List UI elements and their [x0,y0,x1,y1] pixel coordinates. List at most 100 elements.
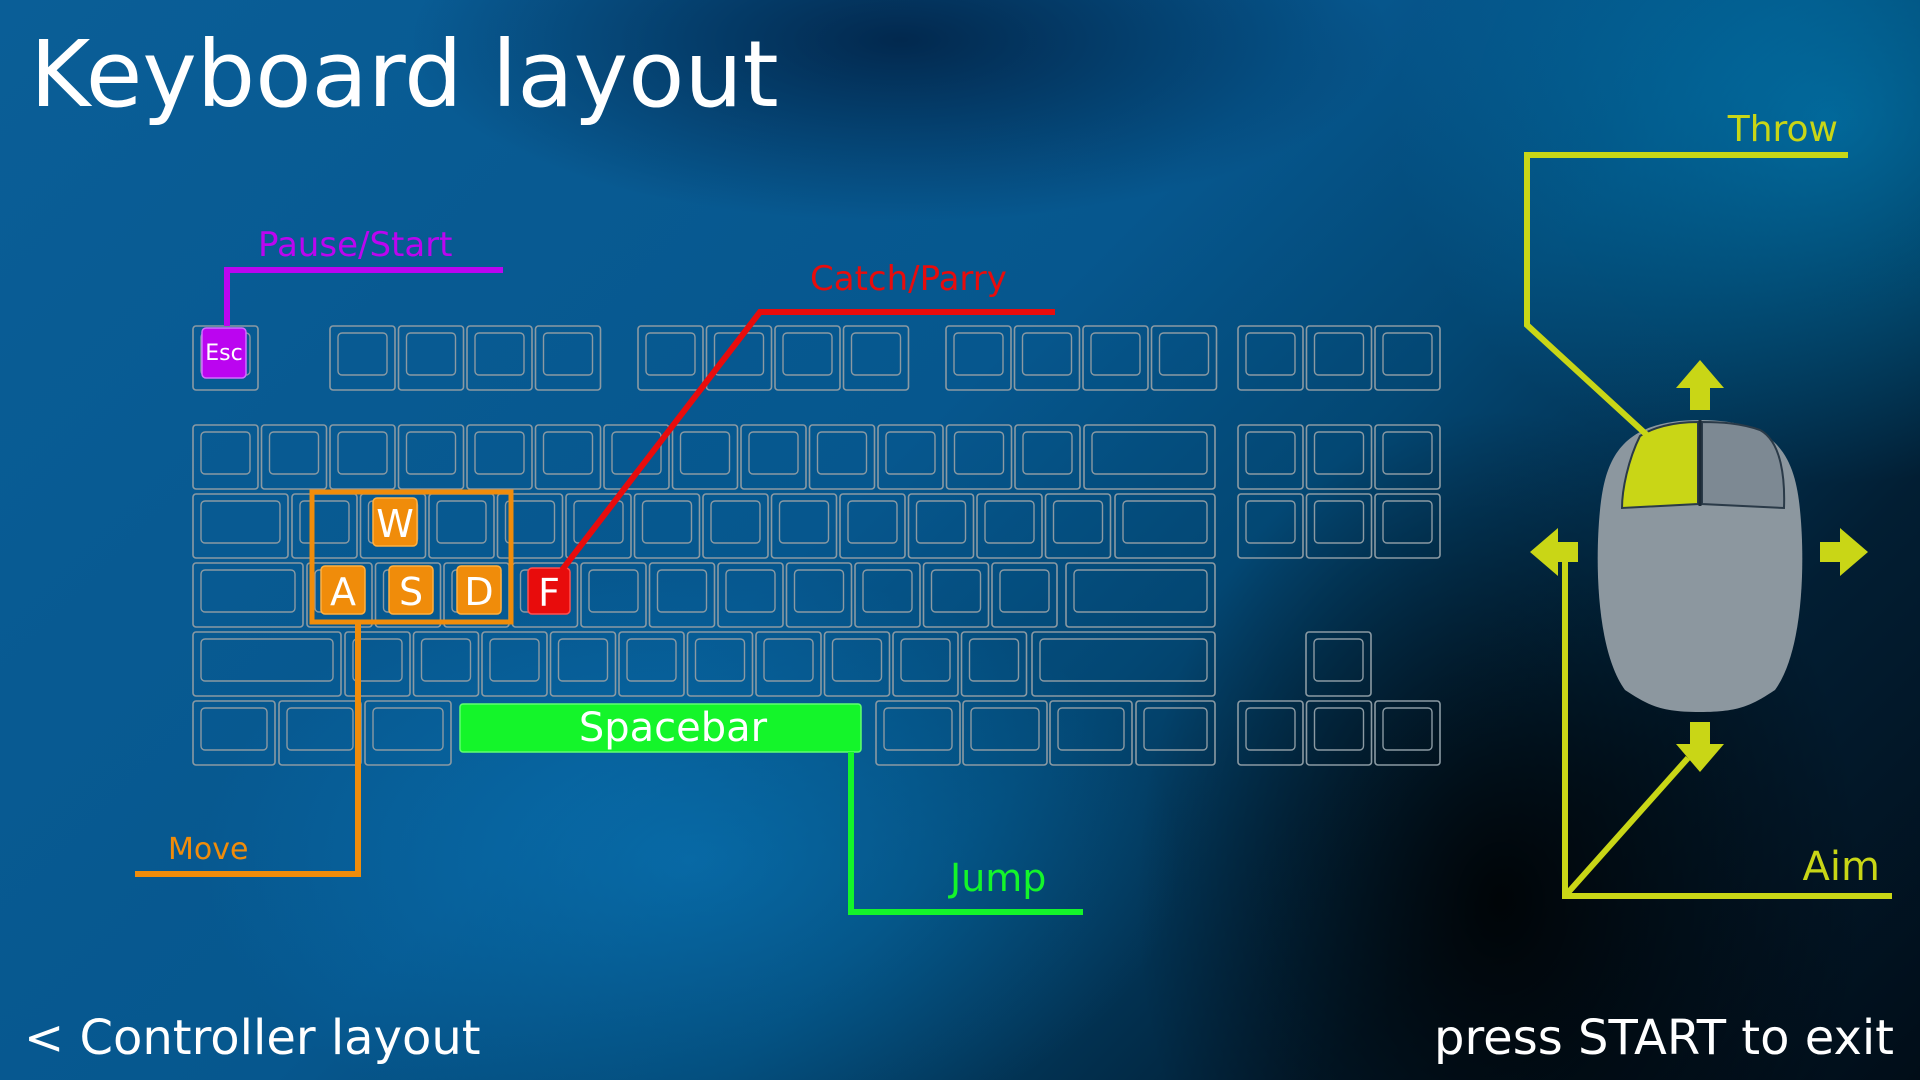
keyboard-key [976,493,1043,559]
d-key-label: D [464,570,493,614]
keyboard-key [808,424,876,490]
f-key-label: F [538,571,560,615]
keyboard-key [192,631,342,697]
keyboard-key [1305,493,1373,559]
keyboard-key [740,424,807,490]
mouse-icon [1597,420,1803,712]
arrow-up-icon [1676,360,1724,410]
keyboard-key [1150,325,1218,391]
keyboard-key [260,424,328,490]
catch-callout-label: Catch/Parry [810,259,1007,299]
keyboard-key [1374,493,1441,559]
arrow-right-icon [1820,528,1868,576]
esc-key-label: Esc [205,341,242,366]
keyboard-key [1013,325,1081,391]
spacebar-key: Spacebar [459,703,862,753]
a-key: A [320,565,366,615]
keyboard-key [907,493,975,559]
keyboard-key [648,562,716,628]
page-title: Keyboard layout [30,21,779,128]
catch-callout-line [559,309,1055,572]
keyboard-key [549,631,617,697]
keyboard-key [192,424,259,490]
keyboard-key [991,562,1058,628]
keyboard-key [412,631,480,697]
keyboard-key [344,631,411,697]
left-mouse-button [1620,420,1699,510]
keyboard-outline [192,325,1441,766]
keyboard-key [428,493,495,559]
s-key-label: S [399,570,423,614]
keyboard-key [877,424,944,490]
keyboard-key [397,424,465,490]
keyboard-key [945,424,1013,490]
keyboard-key [702,493,769,559]
a-key-label: A [330,570,356,614]
keyboard-key [278,700,362,766]
keyboard-key [962,700,1048,766]
keyboard-key [1083,424,1216,490]
f-key: F [527,567,571,615]
s-key: S [388,565,434,615]
keyboard-key [755,631,822,697]
keyboard-key [1135,700,1216,766]
keyboard-key [1044,493,1112,559]
pause-callout-label: Pause/Start [258,225,453,265]
jump-callout-line [848,752,1083,915]
w-key: W [372,497,418,547]
keyboard-key [1305,325,1373,391]
throw-callout-label: Throw [1727,109,1838,150]
keyboard-key [823,631,891,697]
keyboard-key [960,631,1028,697]
keyboard-key [397,325,465,391]
keyboard-key [534,325,602,391]
w-key-label: W [376,502,414,546]
keyboard-key [1237,424,1304,490]
keyboard-key [565,493,632,559]
keyboard-key [1049,700,1133,766]
d-key: D [456,565,502,615]
keyboard-key [671,424,739,490]
keyboard-key [892,631,959,697]
keyboard-key [580,562,647,628]
keyboard-key [842,325,910,391]
keyboard-key [770,493,838,559]
keyboard-key [637,325,704,391]
keyboard-key [945,325,1012,391]
throw-callout-line [1524,152,1848,439]
keyboard-key [785,562,853,628]
aim-callout-label: Aim [1803,844,1880,890]
arrow-left-icon [1530,528,1578,576]
keyboard-key [1014,424,1081,490]
pause-callout-line [224,267,503,326]
keyboard-key [1374,325,1441,391]
keyboard-key [1237,493,1304,559]
aim-callout-line-diagonal [1562,756,1691,898]
keyboard-key [466,325,533,391]
keyboard-key [1374,700,1441,766]
keyboard-key [686,631,754,697]
keyboard-key [1237,325,1304,391]
keyboard-key [329,325,396,391]
spacebar-key-label: Spacebar [579,705,768,751]
keyboard-key [1031,631,1216,697]
keyboard-key [496,493,564,559]
arrow-down-icon [1676,722,1724,772]
keyboard-key [481,631,548,697]
keyboard-key [1374,424,1441,490]
keyboard-key [717,562,784,628]
keyboard-key [192,562,304,628]
keyboard-key [192,493,289,559]
move-group-box [309,489,514,625]
keyboard-key [705,325,773,391]
keyboard-key [603,424,670,490]
keyboard-key [618,631,685,697]
keyboard-key [774,325,841,391]
keyboard-key [1305,631,1372,697]
controller-layout-link[interactable]: < Controller layout [24,1010,481,1066]
keyboard-key [1082,325,1149,391]
keyboard-key [1305,700,1373,766]
keyboard-key [192,700,276,766]
